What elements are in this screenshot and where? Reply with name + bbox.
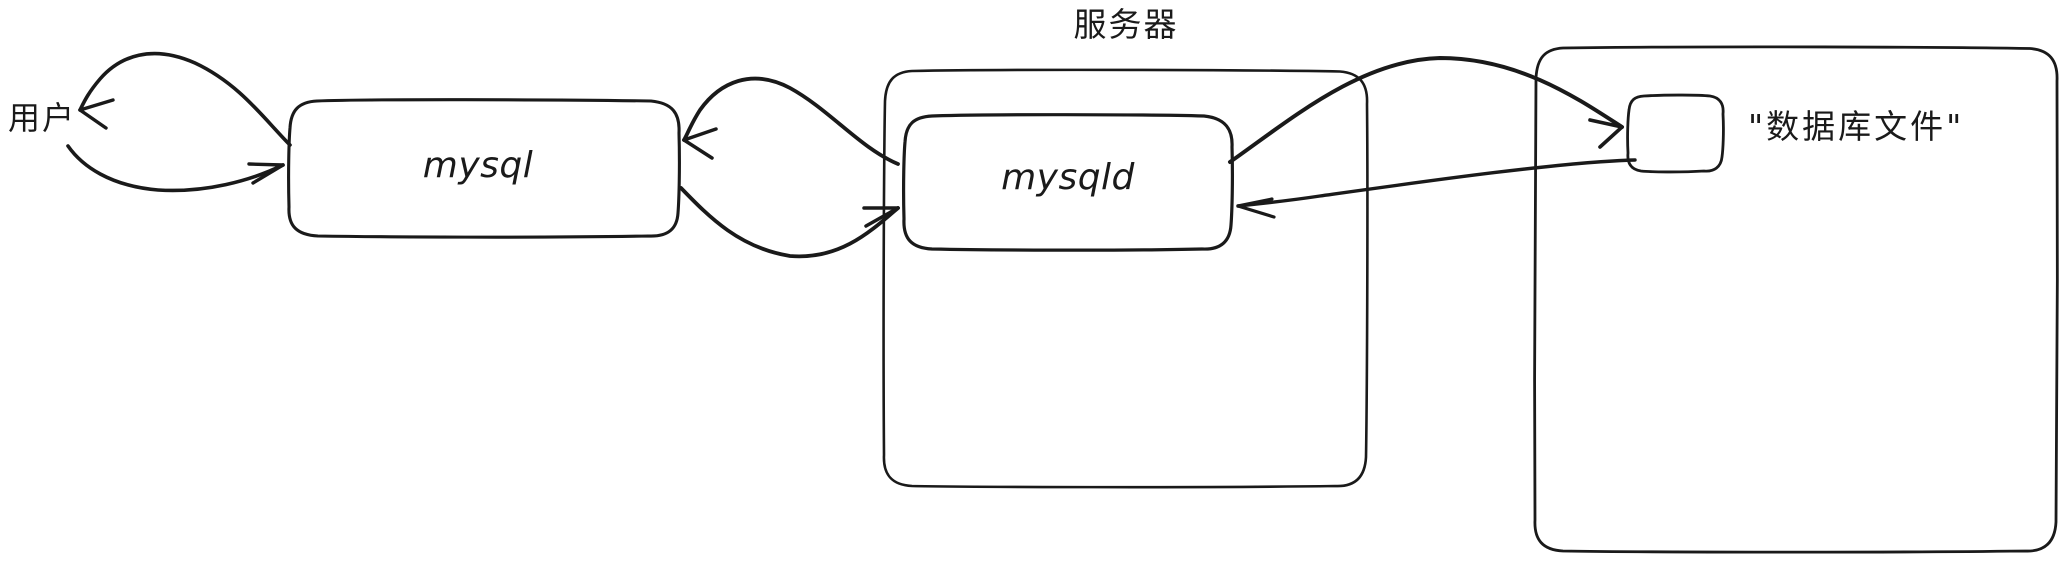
edge-mysqld-to-mysql[interactable] xyxy=(682,76,900,166)
edge-user-to-mysql[interactable] xyxy=(66,144,285,193)
disk-container[interactable] xyxy=(1533,45,2059,554)
edge-dbfile-to-mysqld[interactable] xyxy=(1236,158,1637,219)
mysqld-box[interactable] xyxy=(901,113,1235,252)
edge-mysqld-to-dbfile[interactable] xyxy=(1228,55,1624,164)
server-container[interactable] xyxy=(882,68,1369,489)
mysql-client-box[interactable] xyxy=(287,98,681,239)
database-file-node[interactable] xyxy=(1626,93,1725,174)
edge-mysql-to-user[interactable] xyxy=(78,51,292,147)
edge-mysql-to-mysqld[interactable] xyxy=(679,186,900,259)
